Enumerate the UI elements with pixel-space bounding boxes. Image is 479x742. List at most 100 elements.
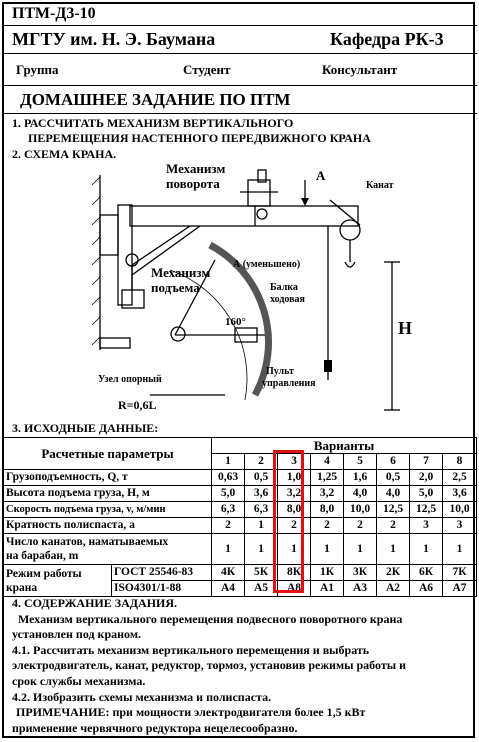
cell: 2 [343, 517, 377, 534]
height-label: H [398, 318, 413, 338]
cell: 1 [310, 533, 344, 565]
row-label: Высота подъема груза, H, м [3, 485, 212, 502]
radius-label: R=0,6L [118, 398, 157, 412]
section-4-line-1: Механизм вертикального перемещения подве… [18, 611, 403, 626]
cell: 12,5 [409, 501, 443, 518]
cell: 3,2 [310, 485, 344, 502]
consultant-label: Консультант [322, 62, 398, 77]
section-41-line-2: электродвигатель, канат, редуктор, тормо… [12, 658, 407, 673]
header-row-university: МГТУ им. Н. Э. Баумана Кафедра РК-3 [2, 26, 477, 54]
task-content: 4. СОДЕРЖАНИЕ ЗАДАНИЯ. Механизм вертикал… [12, 596, 406, 736]
support-label: Узел опорный [98, 374, 162, 385]
ropes-label-line-2: на барабан, m [6, 550, 79, 562]
cell: 4,0 [343, 485, 377, 502]
task-1-line-1: 1. РАССЧИТАТЬ МЕХАНИЗМ ВЕРТИКАЛЬНОГО [12, 116, 294, 130]
cell: 1,25 [310, 469, 344, 486]
parameters-table: Расчетные параметры Варианты 1 2 3 4 5 6… [3, 437, 478, 597]
cell: А2 [376, 580, 410, 597]
cell: 1 [244, 533, 278, 565]
cell: А3 [343, 580, 377, 597]
table-row: Режим работы крана ГОСТ 25546-83 4К 5К 8… [3, 564, 478, 597]
cell: 2,5 [441, 469, 478, 486]
department-name: Кафедра РК-3 [330, 29, 444, 49]
iso-label: ISO4301/1-88 [111, 580, 212, 597]
mode-label: Режим работы крана [3, 564, 112, 597]
section-4-line-2: установлен под краном. [12, 627, 141, 642]
cell: А1 [310, 580, 344, 597]
cell: 2,0 [409, 469, 443, 486]
lift-mechanism-label-1: Механизм [151, 265, 211, 280]
variant-highlight [273, 450, 304, 593]
gost-label: ГОСТ 25546-83 [111, 564, 212, 581]
variant-header: 4 [310, 453, 344, 470]
remote-label-2: управления [262, 378, 316, 389]
cell: 3,6 [441, 485, 478, 502]
cell: 0,63 [211, 469, 245, 486]
section-42: 4.2. Изобразить схемы механизма и полисп… [12, 689, 272, 704]
task-2-title: 2. СХЕМА КРАНА. [12, 147, 117, 161]
cell: 12,5 [376, 501, 410, 518]
row-label-ropes: Число канатов, наматываемых на барабан, … [3, 533, 212, 565]
header-row-code: ПТМ-Д3-10 [2, 2, 477, 26]
cell: 1 [343, 533, 377, 565]
cell: 10,0 [441, 501, 478, 518]
cell: 3К [343, 564, 377, 581]
beam-label-1: Балка [270, 282, 298, 293]
view-a-scaled-label: А (уменьшено) [233, 259, 301, 270]
variant-header: 6 [376, 453, 410, 470]
row-label: Скорость подъема груза, v, м/мин [3, 501, 212, 518]
cell: 4К [211, 564, 245, 581]
angle-label: 160° [225, 316, 246, 328]
row-label: Кратность полиспаста, a [3, 517, 212, 534]
beam-label-2: ходовая [270, 294, 305, 305]
cell: 1 [211, 533, 245, 565]
cell: А6 [409, 580, 443, 597]
cell: 1,6 [343, 469, 377, 486]
cell: А5 [244, 580, 278, 597]
lift-mechanism-label-2: подъема [151, 280, 200, 295]
variant-header: 5 [343, 453, 377, 470]
cell: 1 [409, 533, 443, 565]
variant-header: 8 [441, 453, 478, 470]
cell: 2 [376, 517, 410, 534]
cell: 2 [211, 517, 245, 534]
cell: 6,3 [211, 501, 245, 518]
cell: 6К [409, 564, 443, 581]
page-frame [2, 2, 475, 738]
cell: 8,0 [310, 501, 344, 518]
table-row: Грузоподъемность, Q, т 0,63 0,5 1,0 1,25… [3, 469, 478, 486]
header-row-roles: Группа Студент Консультант [2, 54, 477, 86]
cell: 2К [376, 564, 410, 581]
cell: А7 [441, 580, 478, 597]
cell: 2 [310, 517, 344, 534]
university-name: МГТУ им. Н. Э. Баумана [12, 29, 216, 49]
rope-label: Канат [366, 180, 394, 191]
cell: 1К [310, 564, 344, 581]
cell: 1 [441, 533, 478, 565]
row-label: Грузоподъемность, Q, т [3, 469, 212, 486]
variant-header: 1 [211, 453, 245, 470]
cell: А4 [211, 580, 245, 597]
task-1-line-2: ПЕРЕМЕЩЕНИЯ НАСТЕННОГО ПЕРЕДВИЖНОГО КРАН… [28, 131, 371, 145]
cell: 3 [441, 517, 478, 534]
remote-label-1: Пульт [266, 366, 294, 377]
mode-label-line-1: Режим работы [6, 567, 82, 580]
cell: 10,0 [343, 501, 377, 518]
params-header: Расчетные параметры [3, 437, 212, 470]
rotation-mechanism-label-1: Механизм [166, 161, 226, 176]
cell: 3 [409, 517, 443, 534]
note-line-2: применение червячного редуктора нецелесо… [12, 720, 298, 735]
task-3-title: 3. ИСХОДНЫЕ ДАННЫЕ: [12, 421, 159, 435]
page-title: ДОМАШНЕЕ ЗАДАНИЕ ПО ПТМ [20, 90, 291, 109]
doc-code: ПТМ-Д3-10 [12, 5, 96, 22]
mode-label-line-2: крана [6, 581, 38, 594]
student-label: Студент [183, 62, 231, 77]
ropes-label-line-1: Число канатов, наматываемых [6, 536, 169, 548]
variant-header: 7 [409, 453, 443, 470]
cell: 4,0 [376, 485, 410, 502]
table-row: Кратность полиспаста, a 2 1 2 2 2 2 3 3 [3, 517, 478, 534]
view-a-label: А [316, 168, 326, 183]
group-label: Группа [16, 62, 59, 77]
section-41-line-1: 4.1. Рассчитать механизм вертикального п… [12, 642, 370, 657]
cell: 7К [441, 564, 478, 581]
